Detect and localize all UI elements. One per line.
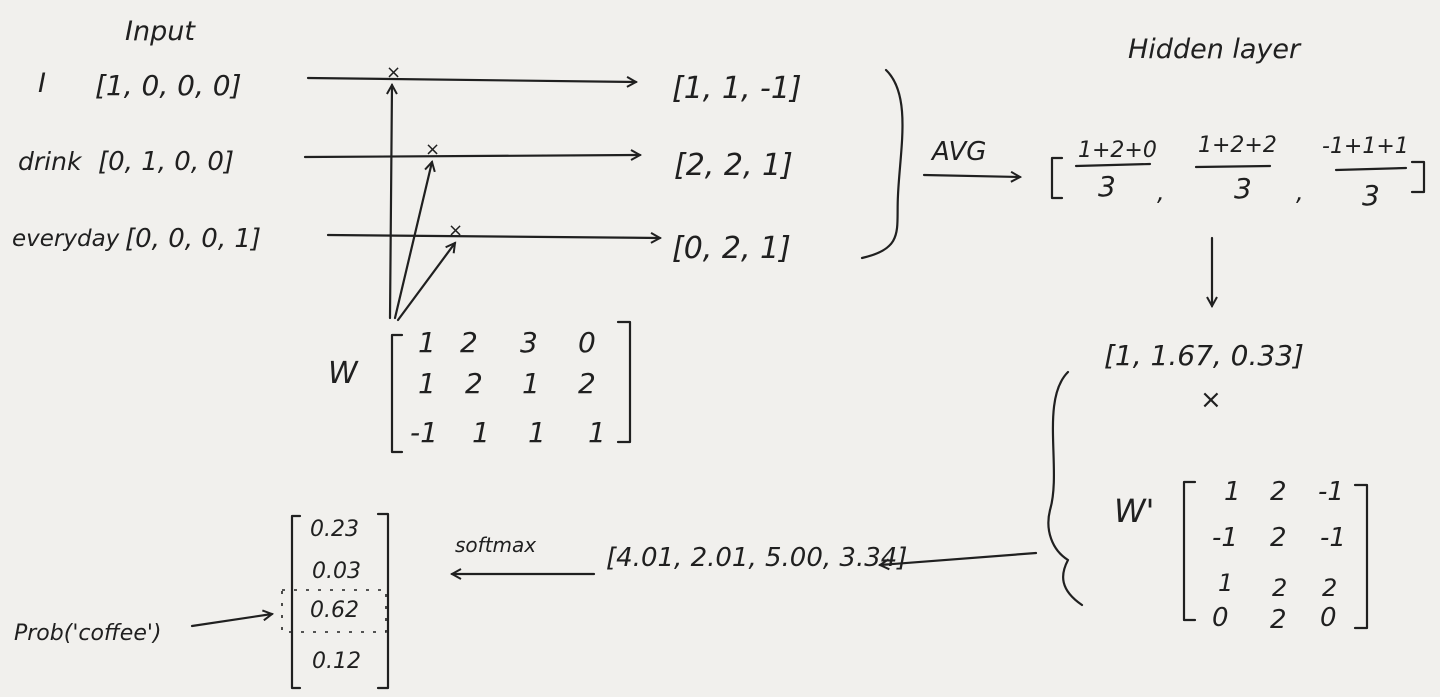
onehot-drink: [0, 1, 0, 0] [98,147,234,177]
onehot-i: [1, 0, 0, 0] [95,69,242,102]
avg-label: AVG [930,137,986,167]
word-i: I [38,68,46,99]
comma-1: , [1157,178,1165,206]
onehot-everyday: [0, 0, 0, 1] [125,224,261,254]
w-prime-bracket-right [1353,483,1369,630]
w-bracket-left [390,333,404,454]
w-link-1 [390,85,392,320]
fraction-3-num: -1+1+1 [1322,134,1409,159]
fraction-2-bar [1194,164,1272,169]
w-prime-cell: 2 [1322,574,1337,602]
w-prime-bracket-left [1182,480,1197,622]
prob-bracket-right [376,512,390,690]
prob-value: 0.12 [312,649,361,674]
avg-bracket-left [1050,156,1064,200]
scores-arrow [880,551,1038,565]
fraction-3-bar [1334,166,1408,172]
w-cell: 1 [472,416,490,449]
output-scores: [4.01, 2.01, 5.00, 3.34] [606,543,907,573]
product-drink: [2, 2, 1] [674,148,793,183]
input-title: Input [125,16,196,47]
w-prime-cell: 0 [1212,603,1229,633]
comma-2: , [1296,178,1304,206]
word-drink: drink [18,147,83,176]
prob-label: Prob('coffee') [14,621,162,646]
times-sign: × [1200,385,1222,415]
w-prime-cell: 1 [1218,569,1233,597]
fraction-2-den: 3 [1234,172,1252,205]
w-cell: 1 [418,326,436,359]
w-cell: -1 [410,416,438,449]
fraction-1-num: 1+2+0 [1078,138,1157,163]
w-matrix: 1 2 3 0 1 2 1 2 -1 1 1 1 [410,326,606,449]
w-cell: 2 [465,367,483,400]
w-bracket-right [616,320,632,444]
hidden-vector: [1, 1.67, 0.33] [1104,339,1304,372]
prob-value: 0.23 [310,517,359,542]
w-prime-matrix: 1 2 -1 -1 2 -1 1 2 2 0 2 0 [1212,477,1346,635]
word-everyday: everyday [12,226,120,252]
product-everyday: [0, 2, 1] [672,231,791,266]
softmax-label: softmax [455,533,536,557]
fraction-3-den: 3 [1362,179,1380,212]
prob-value: 0.03 [312,559,361,584]
avg-arrow [922,175,1020,177]
w-prime-cell: 2 [1272,574,1287,602]
w-cell: 0 [578,326,596,359]
w-cell: 1 [522,367,540,400]
prob-value: 0.62 [310,598,359,623]
w-link-3 [396,243,455,322]
w-cell: 2 [578,367,596,400]
product-i: [1, 1, -1] [672,71,802,106]
w-prime-cell: 2 [1270,523,1287,553]
w-cell: 2 [460,326,478,359]
w-link-2 [393,162,432,320]
avg-bracket-right [1410,160,1426,194]
w-label: W [328,356,359,391]
product-brace [1047,370,1084,607]
w-prime-cell: -1 [1318,477,1344,507]
fraction-1-bar [1074,162,1152,168]
arrow-everyday [326,235,660,238]
w-prime-cell: 0 [1320,603,1337,633]
fraction-1-den: 3 [1098,170,1116,203]
w-cell: 3 [520,326,538,359]
fraction-2-num: 1+2+2 [1198,133,1277,158]
w-prime-cell: 2 [1270,605,1287,635]
prob-bracket-left [290,514,302,690]
w-cell: 1 [418,367,436,400]
w-prime-cell: 2 [1270,477,1287,507]
w-cell: 1 [528,416,546,449]
w-prime-label: W' [1114,492,1154,530]
hidden-layer-title: Hidden layer [1128,34,1302,65]
arrow-drink [303,155,640,157]
mult-mark-3: × [448,220,463,241]
prob-arrow [190,614,272,628]
w-prime-cell: 1 [1224,477,1241,507]
mult-mark-1: × [386,62,401,83]
arrow-i [306,78,636,82]
group-brace [860,68,904,260]
w-prime-cell: -1 [1320,523,1346,553]
mult-mark-2: × [425,139,440,160]
w-cell: 1 [588,416,606,449]
w-prime-cell: -1 [1212,523,1238,553]
